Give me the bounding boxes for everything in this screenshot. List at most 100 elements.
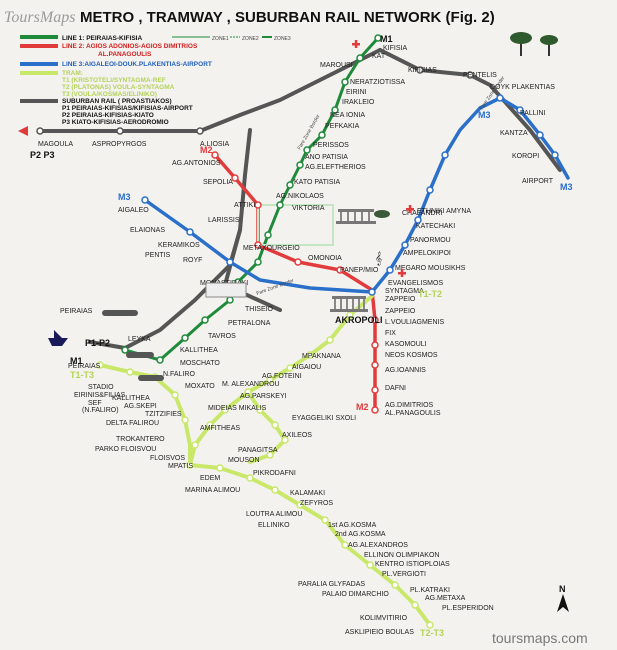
st-trokantero: TROKANTERO	[116, 436, 165, 443]
badge-m1-bottom: M1	[70, 356, 83, 366]
st-ano-patisia: ANO PATISIA	[305, 154, 348, 161]
station-dot	[181, 416, 189, 424]
legend-t1: T1 (KRISTOTELI/SYNTAGMA-REF	[62, 77, 166, 84]
station-dot	[246, 474, 254, 482]
st-ampelokipoi: AMPELOKIPOI	[403, 250, 451, 257]
station-markers	[36, 34, 559, 629]
station-dot	[256, 406, 264, 414]
st-pefkakia: PEFKAKIA	[325, 123, 360, 130]
st-douk-plakentias: DOYK PLAKENTIAS	[490, 84, 555, 91]
st-zappeio-a: ZAPPEIO	[385, 296, 416, 303]
st-ag-foteini: AG.FOTEINI	[262, 373, 302, 380]
st-perissos: PERISSOS	[313, 142, 349, 149]
station-dot	[126, 368, 134, 376]
st-axileos: AXILEOS	[282, 432, 312, 439]
station-dot	[371, 386, 379, 394]
st-eirini: EIRINI	[346, 89, 367, 96]
st-pikrodafni: PIKRODAFNI	[253, 470, 296, 477]
legend-line2: LINE 2: AGIOS ADONIOS-AGIOS DIMITRIOS	[62, 43, 198, 50]
st-kolimvitirio: KOLIMVITIRIO	[360, 615, 408, 622]
station-dot	[96, 361, 104, 369]
st-magoula: MAGOULA	[38, 141, 73, 148]
st-kat: KAT	[372, 53, 386, 60]
badge-t1t3: T1-T3	[70, 370, 94, 380]
station-dot	[371, 341, 379, 349]
station-dot	[181, 334, 189, 342]
st-delta-falirou: DELTA FALIROU	[106, 420, 159, 427]
station-dot	[296, 501, 304, 509]
st-panagitsa: PANAGITSA	[238, 447, 278, 454]
st-airport: AIRPORT	[522, 178, 554, 185]
st-neratziotissa: NERATZIOTISSA	[350, 79, 405, 86]
station-dot	[121, 346, 129, 354]
station-dot	[116, 127, 124, 135]
st-kallithea: KALLITHEA	[180, 347, 218, 354]
st-petralona: PETRALONA	[228, 320, 271, 327]
ship-icon	[48, 330, 68, 346]
st-paralia-glyfadas: PARALIA GLYFADAS	[298, 581, 365, 588]
st-al-panagoulis: AL.PANAGOULIS	[385, 410, 441, 417]
st-ag-nikolaos: AG.NIKOLAOS	[276, 193, 324, 200]
st-mideias-mikalis: MIDEIAS MIKALIS	[208, 405, 267, 412]
station-dot	[341, 78, 349, 86]
station-dot	[336, 266, 344, 274]
station-dot	[356, 54, 364, 62]
st-tavros: TAVROS	[208, 333, 236, 340]
west-arrow-icon	[18, 126, 28, 136]
legend-line2-end: AL.PANAGOULIS	[98, 51, 152, 58]
st-aspropyrgos: ASPROPYRGOS	[92, 141, 147, 148]
st-palaio-dimarchio: PALAIO DIMARCHIO	[322, 591, 389, 598]
station-dot	[186, 461, 194, 469]
legend-p2: P2 PEIRAIAS-KIFISIAS-KIATO	[62, 112, 154, 119]
st-peiraias-rail: PEIRAIAS	[60, 308, 93, 315]
station-dot	[171, 391, 179, 399]
st-ethniki-amyna: ETHNIKI AMYNA	[417, 208, 471, 215]
station-dot	[196, 127, 204, 135]
station-dot	[374, 34, 382, 42]
station-dot	[276, 201, 284, 209]
station-dot	[318, 131, 326, 139]
st-pallini: PALLINI	[520, 110, 546, 117]
station-dot	[303, 146, 311, 154]
station-dot	[331, 106, 339, 114]
station-dot	[266, 451, 274, 459]
legend-tram: TRAM:	[62, 70, 83, 77]
station-dot	[321, 516, 329, 524]
acropolis-icon	[330, 296, 368, 312]
st-amfitheas: AMFITHEAS	[200, 425, 240, 432]
st-victoria: VIKTORIA	[292, 205, 325, 212]
station-dot	[36, 127, 44, 135]
st-panormou: PANORMOU	[410, 237, 451, 244]
legend-line3: LINE 3:AIGALEOI-DOUK.PLAKENTIAS-AIRPORT	[62, 61, 212, 68]
st-mpatis: MPATIS	[168, 463, 193, 470]
st-megaro-mousikis: MEGARO MOUSIKHS	[395, 265, 466, 272]
legend-p3: P3 KIATO-KIFISIAS-AERODROMIO	[62, 119, 169, 126]
station-dot	[441, 151, 449, 159]
st-kentro-istioploias: KENTRO ISTIOPLOIAS	[375, 561, 450, 568]
legend-zone1: ZONE1	[212, 36, 229, 42]
station-dot	[341, 541, 349, 549]
station-dot	[551, 151, 559, 159]
station-dot	[226, 296, 234, 304]
legend-zone3: ZONE3	[274, 36, 291, 42]
st-panepistimio: PANEP/MIO	[340, 267, 379, 274]
st-larissis: LARISSIS	[208, 217, 240, 224]
st-ag-eleftherios: AG.ELEFTHERIOS	[305, 164, 366, 171]
station-dot	[371, 361, 379, 369]
station-dot	[411, 601, 419, 609]
badge-m1-top: M1	[380, 34, 393, 44]
station-labels: M1 KIFISIA KAT MAROUSI NERATZIOTISSA EIR…	[30, 34, 573, 638]
station-dot	[156, 356, 164, 364]
st-n-faliro-tram: (N.FALIRO)	[82, 407, 119, 414]
station-dot	[371, 316, 379, 324]
station-dot	[226, 258, 234, 266]
tours-maps-logo: ToursMaps	[4, 9, 75, 26]
st-pentelis: PENTELIS	[463, 72, 497, 79]
st-parko-floisvou: PARKO FLOISVOU	[95, 446, 156, 453]
station-dot	[254, 241, 262, 249]
st-pl-katraki: PL.KATRAKI	[410, 587, 450, 594]
legend-t3: T3 (VOULA/KOSMAS/ELINIKO)	[62, 91, 157, 98]
st-neos-kosmos: NEOS KOSMOS	[385, 352, 438, 359]
station-dot	[216, 464, 224, 472]
st-koropi: KOROPI	[512, 153, 539, 160]
